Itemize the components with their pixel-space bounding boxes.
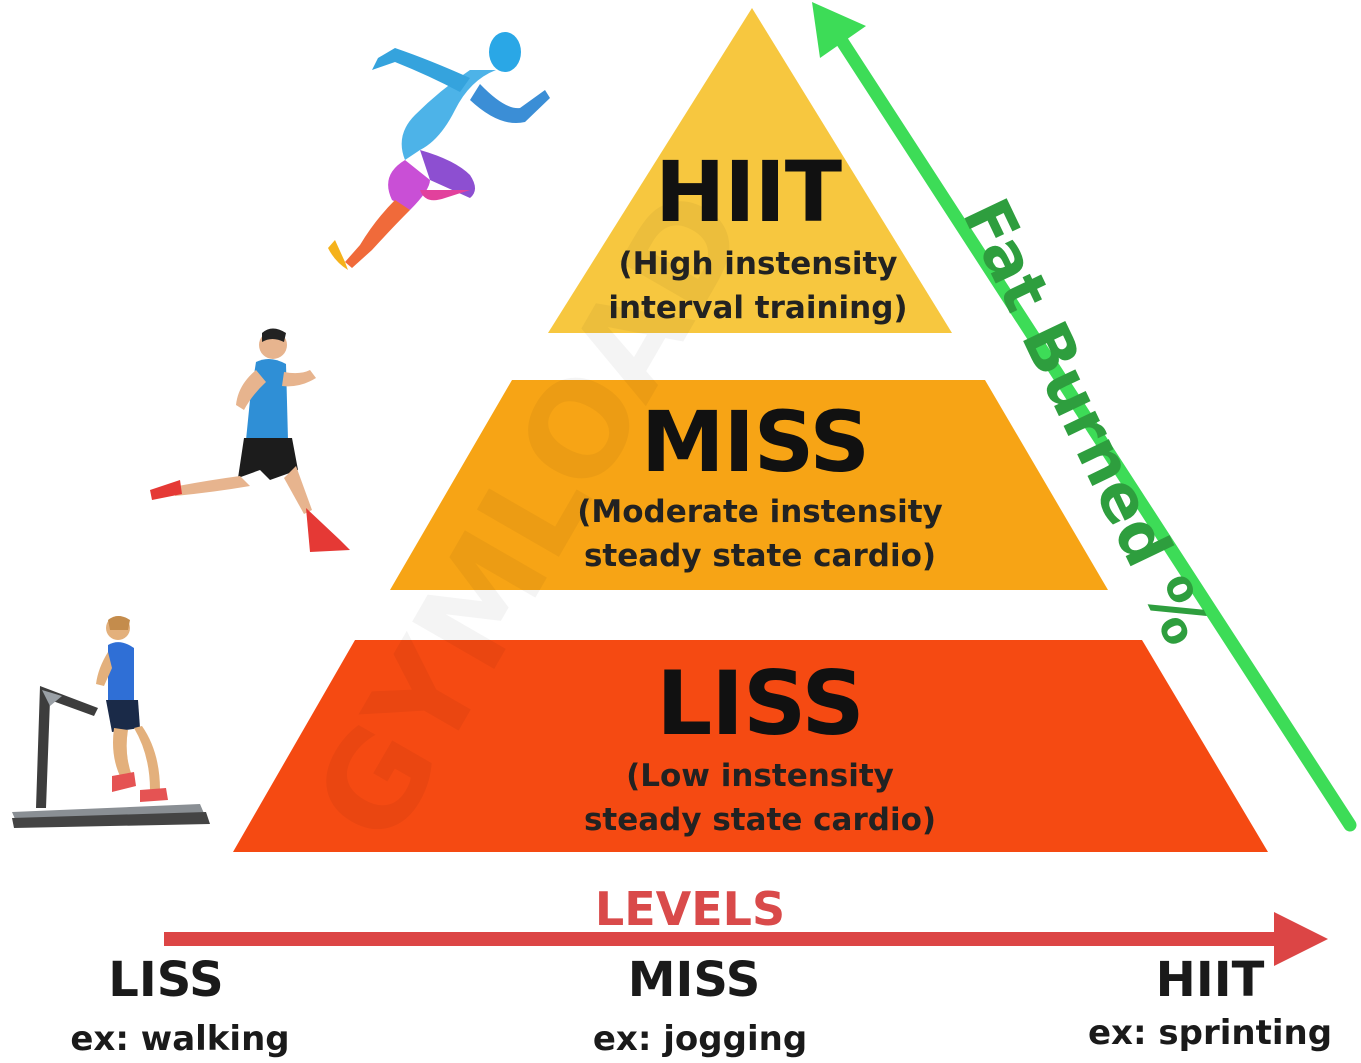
miss-tier-subtitle-line1: (Moderate instensity (577, 494, 943, 530)
miss-tier (390, 380, 1108, 590)
level-hiit-example: ex: sprinting (1087, 1013, 1333, 1053)
liss-tier-subtitle-line2: steady state cardio) (583, 802, 937, 838)
levels-label: LEVELS (594, 882, 786, 936)
liss-tier (233, 640, 1268, 852)
level-miss-name: MISS (627, 952, 761, 1008)
miss-tier-title: MISS (640, 393, 870, 491)
level-liss-example: ex: walking (70, 1019, 290, 1059)
jogger-illustration (150, 328, 350, 552)
liss-tier-subtitle-line1: (Low instensity (626, 758, 894, 794)
hiit-tier-subtitle-line1: (High instensity (618, 246, 898, 282)
hiit-tier (548, 8, 952, 333)
treadmill-runner-illustration (12, 616, 210, 828)
level-liss-name: LISS (108, 952, 224, 1008)
level-hiit-name: HIIT (1155, 952, 1265, 1008)
hiit-tier-subtitle-line2: interval training) (608, 290, 908, 326)
level-miss-example: ex: jogging (592, 1019, 808, 1059)
levels-arrow (164, 912, 1328, 966)
miss-tier-subtitle-line2: steady state cardio) (583, 538, 937, 574)
sprinter-illustration (328, 32, 550, 270)
fat-burned-arrow (812, 2, 1357, 832)
liss-tier-title: LISS (656, 652, 865, 755)
hiit-tier-title: HIIT (654, 143, 842, 241)
